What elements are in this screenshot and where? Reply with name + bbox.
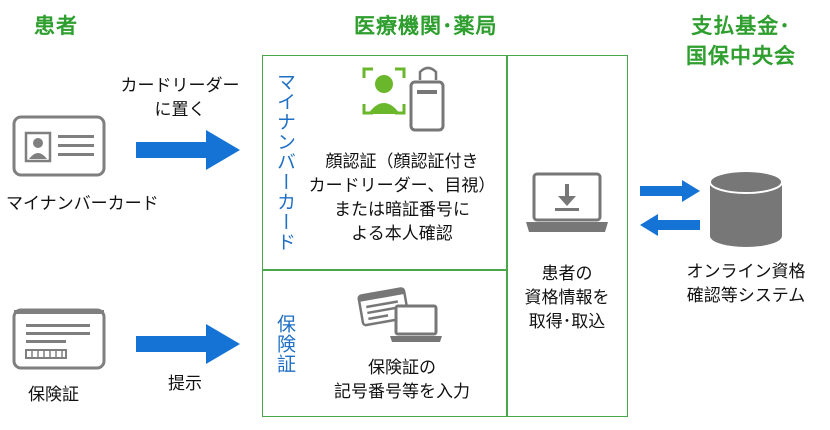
acquisition-box	[506, 55, 628, 417]
acquisition-line3: 取得･取込	[528, 312, 606, 332]
outbound-arrow	[640, 180, 700, 202]
face-recognition-icon	[362, 66, 445, 132]
arrow1-label-line1: カードリーダー	[120, 76, 240, 96]
acquisition-line2: 資格情報を	[524, 288, 610, 308]
face-auth-line4: よる本人確認	[351, 224, 453, 244]
present-label: 提示	[168, 374, 202, 394]
insurance-entry-line2: 記号番号等を入力	[334, 382, 470, 402]
mynumber-card-label: マイナンバーカード	[6, 194, 159, 214]
acquisition-line1: 患者の	[541, 264, 593, 284]
mynumber-vertical-label: マイナンバーカード	[274, 72, 296, 252]
arrow1-label-line2: に置く	[154, 100, 206, 120]
insurance-entry-line1: 保険証の	[368, 358, 436, 378]
card-laptop-icon	[357, 287, 442, 342]
fund-header-line1: 支払基金･	[691, 14, 791, 38]
present-arrow	[136, 324, 240, 364]
system-label-line1: オンライン資格	[686, 262, 806, 282]
face-auth-line2: カードリーダー、目視）	[308, 176, 496, 196]
insurance-vertical-label: 保険証	[274, 314, 296, 374]
fund-header-line2: 国保中央会	[686, 44, 796, 68]
inbound-arrow	[640, 214, 700, 236]
database-icon	[709, 170, 783, 247]
mynumber-card-icon	[12, 115, 106, 177]
download-laptop-icon	[526, 172, 608, 232]
insurance-card-label: 保険証	[28, 385, 79, 405]
face-auth-line1: 顔認証（顔認証付き	[325, 152, 479, 172]
patient-header: 患者	[34, 14, 78, 38]
face-auth-line3: または暗証番号に	[334, 200, 470, 220]
institution-header: 医療機関･薬局	[354, 14, 498, 38]
insurance-card-icon	[12, 308, 106, 370]
place-on-reader-arrow	[136, 130, 240, 170]
system-label-line2: 確認等システム	[686, 286, 806, 306]
insurance-entry-box	[262, 269, 508, 417]
mynumber-verification-box	[262, 55, 508, 271]
